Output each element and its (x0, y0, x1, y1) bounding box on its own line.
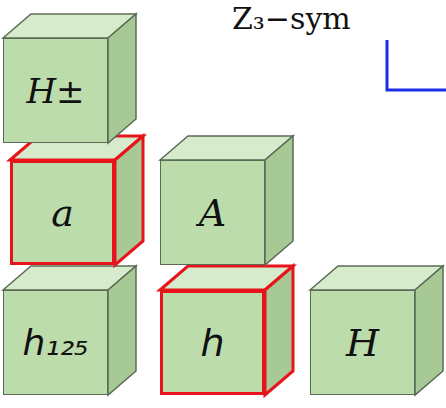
cube-side-face (415, 266, 443, 395)
particle-label: a (51, 194, 74, 232)
cube-front-face: h₁₂₅ (3, 290, 108, 395)
particle-label: h₁₂₅ (22, 325, 88, 361)
cube-side-face (108, 14, 136, 143)
particle-label: A (199, 194, 226, 232)
symmetry-label: Z₃−sym (232, 2, 351, 35)
cube-side-face (265, 266, 293, 395)
cube-side-face (265, 136, 293, 265)
cube-front-face: h (160, 290, 265, 395)
particle-label: H (346, 324, 379, 362)
cube-front-face: a (10, 160, 115, 265)
particle-label: h (200, 324, 224, 362)
cube-side-face (115, 136, 143, 265)
cube-front-face: A (160, 160, 265, 265)
particle-label: H± (26, 74, 84, 108)
cube-front-face: H± (3, 38, 108, 143)
blue-bracket (387, 40, 446, 90)
cube-front-face: H (310, 290, 415, 395)
cube-side-face (108, 266, 136, 395)
